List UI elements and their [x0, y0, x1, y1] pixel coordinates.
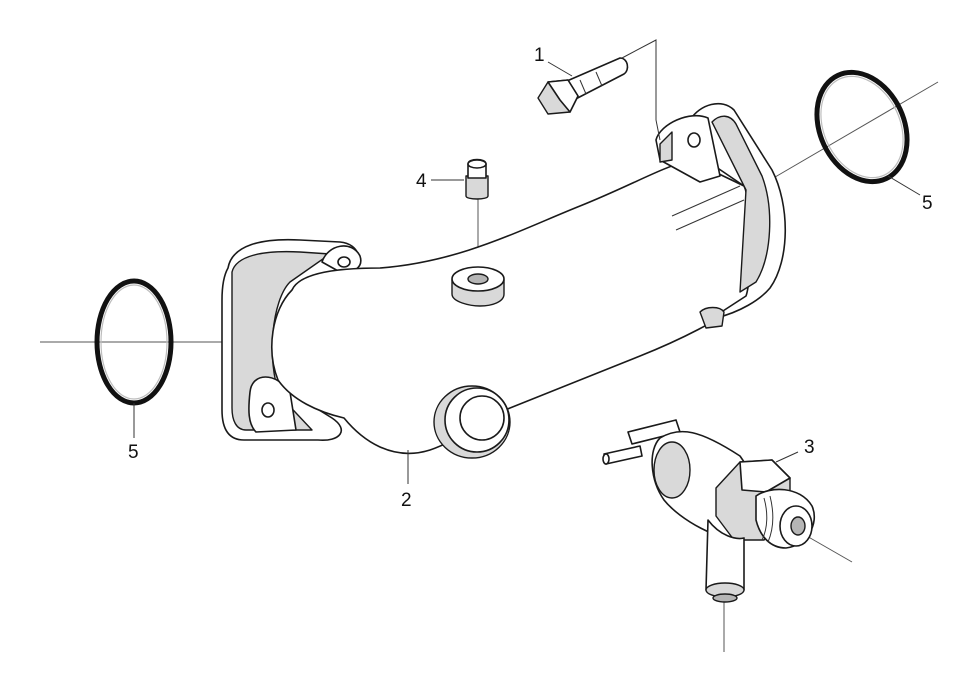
callout-plug: 4: [416, 171, 427, 192]
thermostat-housing: [221, 102, 787, 459]
temperature-sensor: [602, 419, 816, 603]
bolt: [537, 57, 629, 115]
callout-o-ring-right: 5: [922, 193, 933, 214]
callout-bolt: 1: [534, 45, 545, 66]
callout-o-ring-left: 5: [128, 442, 139, 463]
callout-sensor: 3: [804, 437, 815, 458]
leader-lines: [133, 39, 921, 484]
o-ring-right: [814, 69, 910, 185]
drain-plug: [465, 158, 489, 200]
callout-housing: 2: [401, 490, 412, 511]
